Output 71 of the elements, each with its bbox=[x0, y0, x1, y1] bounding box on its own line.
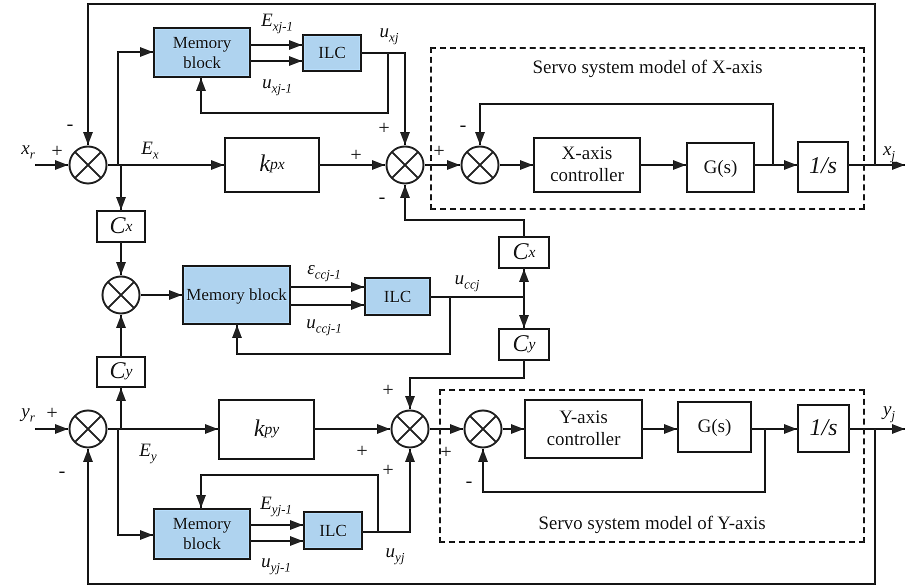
arrow bbox=[320, 160, 385, 170]
sign-label: + bbox=[382, 380, 394, 400]
edge-label: E$_{yj-1}$ bbox=[259, 494, 293, 516]
box-heading: Servo system model of X-axis bbox=[531, 57, 764, 79]
arrow bbox=[83, 428, 876, 585]
sign-label: - bbox=[378, 187, 386, 207]
integrator-block: 1/s bbox=[797, 141, 849, 193]
sign-label: + bbox=[378, 118, 390, 138]
arrow bbox=[196, 52, 389, 114]
arrow bbox=[232, 296, 451, 355]
sign-label: + bbox=[433, 141, 445, 161]
arrow bbox=[83, 3, 876, 166]
arrow bbox=[425, 160, 460, 170]
arrow bbox=[141, 290, 182, 300]
subsystem-boundary bbox=[439, 389, 865, 543]
arrow bbox=[503, 424, 524, 434]
edge-label: E$_{y}$ bbox=[138, 440, 158, 464]
arrow bbox=[251, 536, 303, 546]
summing-junction bbox=[68, 409, 108, 449]
sign-label: + bbox=[382, 460, 394, 480]
sign-label: - bbox=[66, 114, 74, 134]
sign-label: + bbox=[51, 141, 63, 161]
summing-junction bbox=[385, 145, 425, 185]
memory-block: Memory block bbox=[153, 508, 251, 560]
sign-label: - bbox=[466, 471, 472, 491]
summing-junction bbox=[390, 409, 430, 449]
memory-block: Memory block bbox=[182, 265, 291, 325]
arrow bbox=[116, 315, 126, 356]
arrow bbox=[400, 185, 525, 236]
arrow bbox=[405, 361, 525, 409]
arrow bbox=[196, 474, 379, 533]
arrow bbox=[430, 424, 463, 434]
transfer-function-block: G(s) bbox=[686, 142, 755, 193]
sign-label: + bbox=[350, 145, 362, 165]
arrow bbox=[116, 243, 126, 275]
arrow bbox=[500, 160, 533, 170]
sign-label: - bbox=[460, 115, 466, 135]
arrow bbox=[291, 300, 364, 310]
sign-label: + bbox=[440, 442, 452, 462]
summing-junction bbox=[460, 145, 500, 185]
controller-block: X-axis controller bbox=[533, 137, 641, 193]
ilc-block: ILC bbox=[364, 277, 431, 316]
arrow bbox=[478, 428, 766, 493]
subsystem-boundary bbox=[430, 47, 865, 210]
summing-junction bbox=[68, 145, 108, 185]
arrow bbox=[251, 40, 302, 50]
box-heading: Servo system model of Y-axis bbox=[537, 513, 767, 535]
edge-label: E$_{x}$ bbox=[140, 138, 160, 162]
integrator-block: 1/s bbox=[797, 404, 850, 453]
edge-label: E$_{xj-1}$ bbox=[260, 10, 294, 34]
arrow bbox=[643, 424, 677, 434]
memory-block: Memory block bbox=[153, 27, 251, 78]
controller-block: Y-axis controller bbox=[524, 399, 643, 459]
sign-label: + bbox=[356, 441, 368, 461]
sign-label: - bbox=[58, 461, 66, 481]
arrow bbox=[108, 164, 126, 210]
transfer-function-block: G(s) bbox=[677, 401, 752, 453]
arrow bbox=[291, 282, 364, 292]
summing-junction bbox=[101, 275, 141, 315]
arrow bbox=[641, 160, 686, 170]
sign-label: + bbox=[46, 403, 58, 423]
ilc-block: ILC bbox=[303, 511, 363, 550]
arrow bbox=[475, 103, 774, 166]
ilc-block: ILC bbox=[302, 34, 362, 72]
arrow bbox=[35, 160, 68, 170]
summing-junction bbox=[463, 409, 503, 449]
arrow bbox=[315, 424, 390, 434]
arrow bbox=[251, 56, 302, 66]
arrow bbox=[251, 520, 303, 530]
arrow bbox=[35, 424, 68, 434]
arrow bbox=[108, 428, 153, 540]
